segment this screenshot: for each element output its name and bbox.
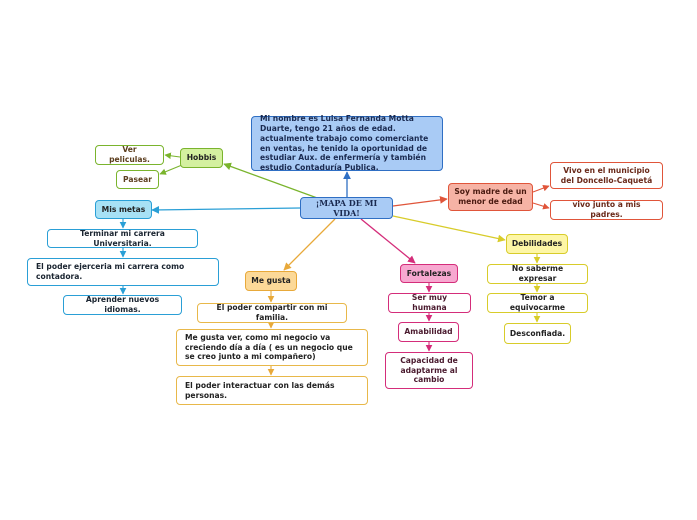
madre-item-padres[interactable]: vivo junto a mis padres. xyxy=(550,200,663,220)
link-center-metas xyxy=(151,206,301,214)
link-center-madre xyxy=(392,196,448,207)
megusta-node[interactable]: Me gusta xyxy=(245,271,297,291)
metas-item-carrera[interactable]: Terminar mi carrera Universitaria. xyxy=(47,229,198,248)
debilidades-item-temor[interactable]: Temor a equivocarme xyxy=(487,293,588,313)
intro-node[interactable]: Mi nombre es Luisa Fernanda Motta Duarte… xyxy=(251,114,443,172)
metas-node[interactable]: Mis metas xyxy=(95,200,152,219)
link-center-megusta xyxy=(283,218,336,271)
link-center-fortalezas xyxy=(360,218,416,264)
debilidades-node[interactable]: Debilidades xyxy=(506,234,568,254)
fortalezas-item-humana[interactable]: Ser muy humana xyxy=(388,293,471,313)
link-madre-2 xyxy=(532,202,550,210)
megusta-item-negocio[interactable]: Me gusta ver, como mi negocio va crecien… xyxy=(176,329,368,366)
debilidades-item-desconfiada[interactable]: Desconfiada. xyxy=(504,323,571,344)
hobbis-item-pasear[interactable]: Pasear xyxy=(116,170,159,189)
megusta-item-interactuar[interactable]: El poder interactuar con las demás perso… xyxy=(176,376,368,405)
link-madre-1 xyxy=(532,184,550,193)
metas-item-contadora[interactable]: El poder ejerceria mi carrera como conta… xyxy=(27,258,219,286)
madre-item-municipio[interactable]: Vivo en el municipio del Doncello-Caquet… xyxy=(550,162,663,189)
fortalezas-item-amabilidad[interactable]: Amabilidad xyxy=(398,322,459,342)
debilidades-item-expresar[interactable]: No saberme expresar xyxy=(487,264,588,284)
link-hobbis-pasear xyxy=(159,164,183,175)
hobbis-node[interactable]: Hobbis xyxy=(180,148,223,168)
metas-item-idiomas[interactable]: Aprender nuevos idiomas. xyxy=(63,295,182,315)
megusta-item-familia[interactable]: El poder compartir con mi familia. xyxy=(197,303,347,323)
link-center-debilidades xyxy=(392,215,506,243)
center-node[interactable]: ¡MAPA DE MI VIDA! xyxy=(300,197,393,219)
link-hobbis-peliculas xyxy=(164,152,181,160)
fortalezas-node[interactable]: Fortalezas xyxy=(400,264,458,283)
madre-node[interactable]: Soy madre de un menor de edad xyxy=(448,183,533,211)
link-center-hobbis xyxy=(223,162,321,200)
hobbis-item-peliculas[interactable]: Ver peliculas. xyxy=(95,145,164,165)
fortalezas-item-adaptarme[interactable]: Capacidad de adaptarme al cambio xyxy=(385,352,473,389)
